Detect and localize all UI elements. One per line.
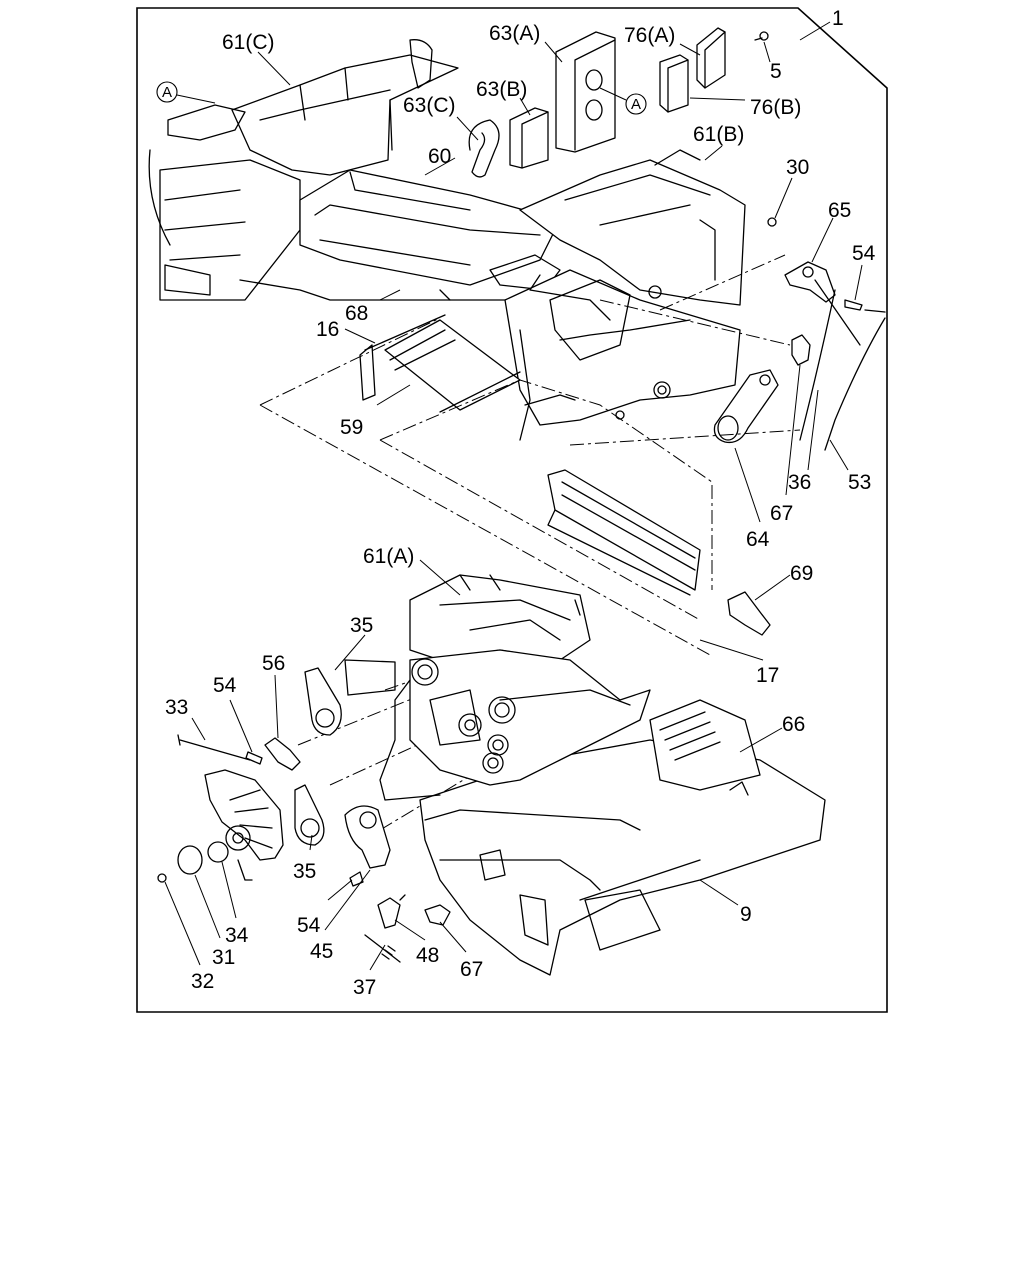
callout-61A: 61(A): [363, 545, 414, 568]
callout-56: 56: [262, 652, 285, 675]
callout-45: 45: [310, 940, 333, 963]
callout-76B: 76(B): [750, 96, 801, 119]
callout-54-middle: 54: [213, 674, 237, 697]
callout-labels: 61(C) 63(A) 76(A) 1 5 63(B) 63(C) 76(B) …: [165, 7, 876, 999]
callout-61C: 61(C): [222, 31, 275, 54]
callout-54-lower: 54: [297, 914, 321, 937]
callout-35-upper: 35: [350, 614, 373, 637]
brackets: [659, 27, 769, 113]
lower-linkage-parts: [157, 667, 451, 963]
callout-30: 30: [786, 156, 809, 179]
upper-duct-assembly: [148, 39, 746, 441]
callout-67-upper: 67: [770, 502, 793, 525]
callout-31: 31: [212, 946, 235, 969]
callout-69: 69: [790, 562, 813, 585]
reference-marker-label: A: [162, 84, 172, 101]
callout-63B: 63(B): [476, 78, 527, 101]
callout-36: 36: [788, 471, 811, 494]
seal-parts: [468, 31, 616, 178]
leader-lines: [164, 21, 863, 971]
callout-63C: 63(C): [403, 94, 456, 117]
callout-68: 68: [345, 302, 368, 325]
callout-32: 32: [191, 970, 214, 993]
callout-59: 59: [340, 416, 363, 439]
callout-37: 37: [353, 976, 376, 999]
callout-66: 66: [782, 713, 805, 736]
callout-9: 9: [740, 903, 752, 926]
callout-64: 64: [746, 528, 770, 551]
callout-48: 48: [416, 944, 439, 967]
callout-67-lower: 67: [460, 958, 483, 981]
reference-marker-1: A: [156, 81, 216, 104]
callout-17: 17: [756, 664, 779, 687]
reference-marker-label: A: [631, 96, 641, 113]
right-linkage: [713, 217, 886, 451]
callout-53: 53: [848, 471, 871, 494]
callout-61B: 61(B): [693, 123, 744, 146]
lower-case-assembly: [344, 574, 826, 976]
callout-54-upper: 54: [852, 242, 876, 265]
flap-and-shaft: [359, 314, 521, 413]
callout-5: 5: [770, 60, 782, 83]
diagram-frame: [136, 7, 888, 1013]
callout-34: 34: [225, 924, 249, 947]
reference-marker-2: A: [599, 87, 647, 115]
callout-65: 65: [828, 199, 851, 222]
callout-63A: 63(A): [489, 22, 540, 45]
callout-33: 33: [165, 696, 188, 719]
callout-16: 16: [316, 318, 339, 341]
callout-60: 60: [428, 145, 451, 168]
callout-1: 1: [832, 7, 844, 30]
callout-76A: 76(A): [624, 24, 675, 47]
callout-35-lower: 35: [293, 860, 316, 883]
filter-element: [547, 469, 771, 636]
